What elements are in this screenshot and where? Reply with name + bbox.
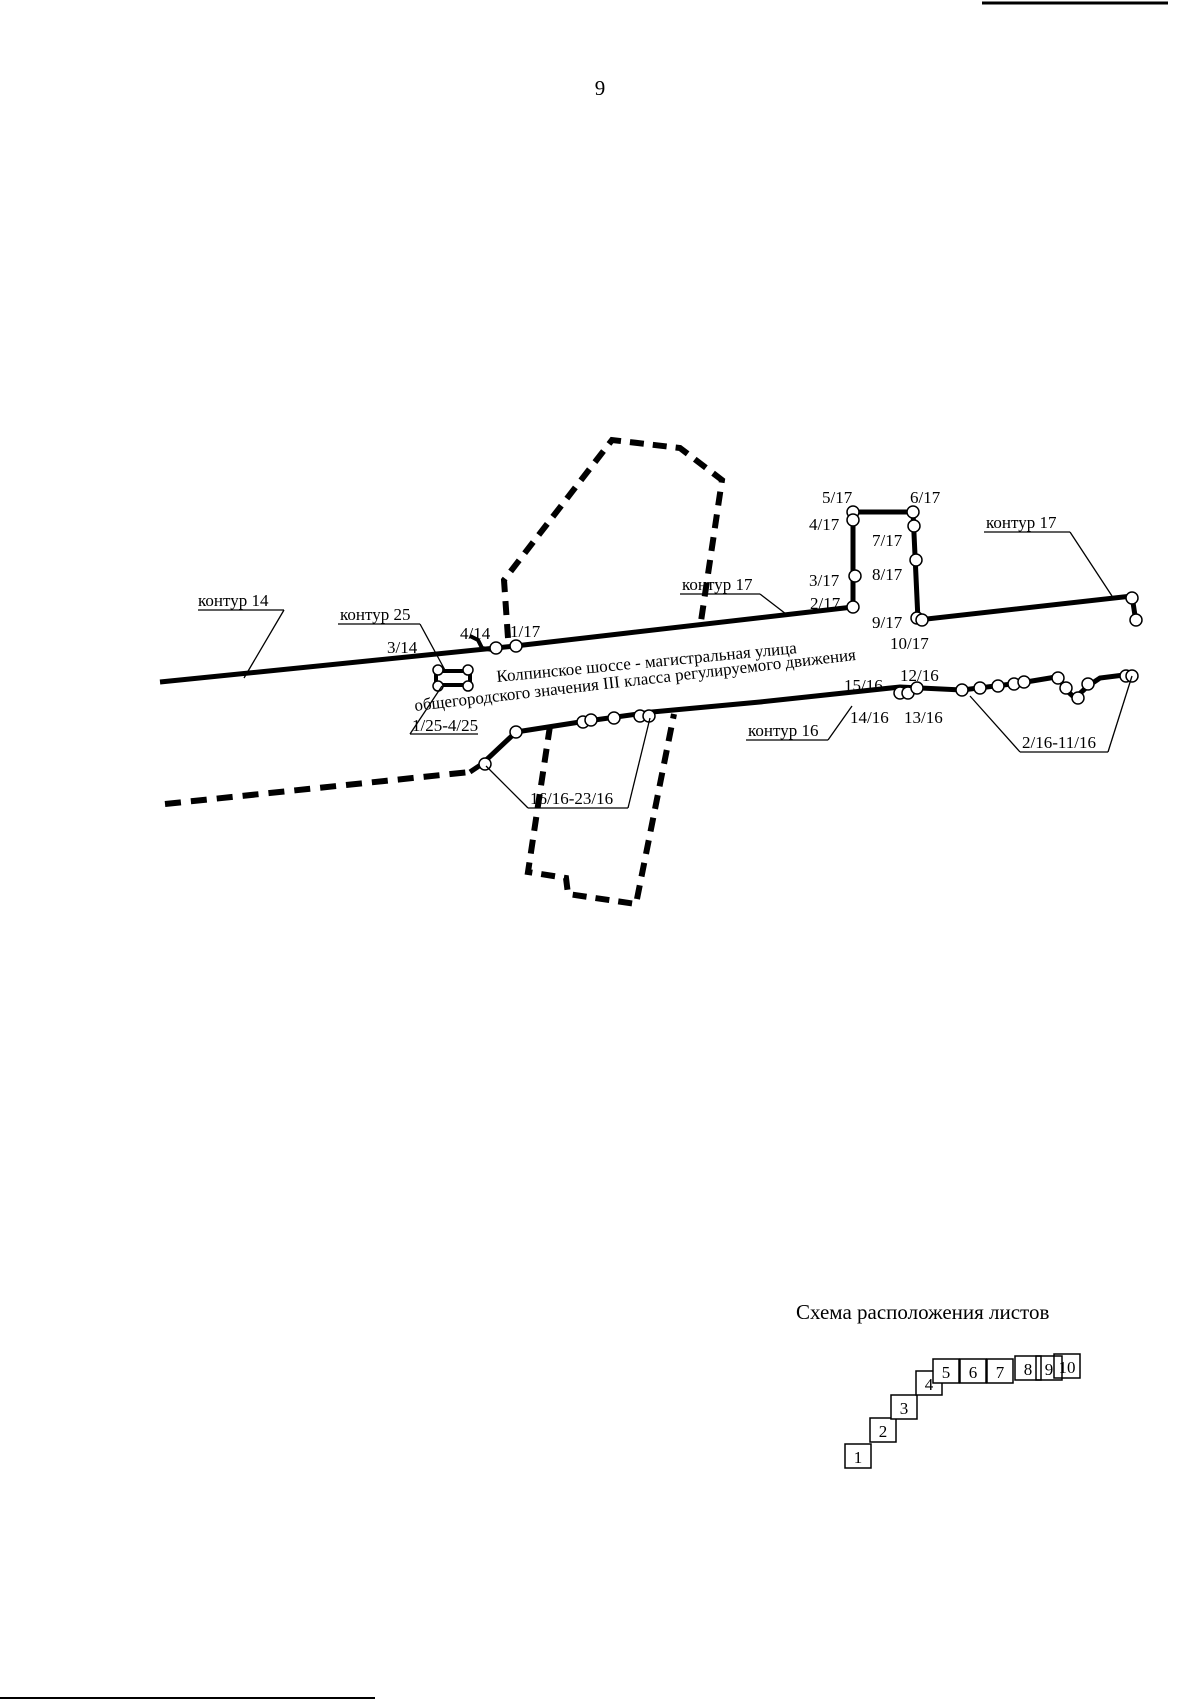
survey-point-marker — [462, 664, 474, 676]
point-label: 12/16 — [900, 666, 939, 685]
sheet-box: 2 — [869, 1417, 897, 1443]
sheet-number: 10 — [1059, 1358, 1076, 1377]
sheet-number: 9 — [1045, 1360, 1054, 1379]
point-label: 10/17 — [890, 634, 929, 653]
sheet-number: 4 — [925, 1375, 934, 1394]
sheet-number: 6 — [969, 1363, 978, 1382]
sheet-number: 1 — [854, 1448, 863, 1467]
contour-25-label: контур 25 — [340, 605, 410, 624]
point-label: 3/14 — [387, 638, 418, 657]
survey-point-marker — [846, 600, 860, 614]
survey-point-marker — [846, 513, 860, 527]
survey-point-marker — [848, 569, 862, 583]
contour-25-shape — [434, 669, 472, 687]
survey-point-marker — [915, 613, 929, 627]
survey-point-marker — [462, 680, 474, 692]
page-number: 9 — [594, 76, 606, 100]
point-label: 2/17 — [810, 594, 841, 613]
dashed-boundary-left — [164, 769, 471, 807]
survey-point-marker — [1129, 613, 1143, 627]
point-label: 4/14 — [460, 624, 491, 643]
contour-17-right-label: контур 17 — [986, 513, 1057, 532]
survey-point-marker — [607, 711, 621, 725]
contour-14-line — [159, 643, 516, 685]
survey-points — [432, 505, 1143, 771]
survey-point-marker — [432, 664, 444, 676]
contour-16-line — [468, 671, 1133, 775]
point-label: 4/17 — [809, 515, 840, 534]
point-label: 14/16 — [850, 708, 889, 727]
survey-point-marker — [509, 725, 523, 739]
survey-point-marker — [1051, 671, 1065, 685]
point-label: 16/16-23/16 — [530, 789, 613, 808]
survey-point-marker — [991, 679, 1005, 693]
survey-point-marker — [973, 681, 987, 695]
survey-point-marker — [906, 505, 920, 519]
survey-point-marker — [1081, 677, 1095, 691]
point-label: 13/16 — [904, 708, 943, 727]
survey-point-marker — [955, 683, 969, 697]
survey-point-marker — [584, 713, 598, 727]
contour-16-label: контур 16 — [748, 721, 818, 740]
sheet-box: 8 — [1014, 1355, 1042, 1381]
survey-point-marker — [1125, 591, 1139, 605]
point-label: 7/17 — [872, 531, 903, 550]
sheet-box: 10 — [1053, 1353, 1081, 1379]
survey-point-marker — [478, 757, 492, 771]
sheet-number: 5 — [942, 1363, 951, 1382]
sheet-scheme-title: Схема расположения листов — [796, 1300, 1050, 1324]
survey-point-marker — [489, 641, 503, 655]
point-label: 3/17 — [809, 571, 840, 590]
sheet-box: 6 — [959, 1358, 987, 1384]
survey-point-marker — [509, 639, 523, 653]
sheet-box: 1 — [844, 1443, 872, 1469]
sheet-box: 3 — [890, 1394, 918, 1420]
point-label: 2/16-11/16 — [1022, 733, 1096, 752]
sheet-number: 7 — [996, 1363, 1005, 1382]
point-label: 5/17 — [822, 488, 853, 507]
sheet-number: 8 — [1024, 1360, 1033, 1379]
sheet-number: 3 — [900, 1399, 909, 1418]
point-label: 1/25-4/25 — [412, 716, 478, 735]
dashed-boundary-upper — [500, 436, 726, 639]
contour-17-center-label: контур 17 — [682, 575, 753, 594]
label-leaders — [198, 531, 1133, 809]
survey-point-marker — [1071, 691, 1085, 705]
survey-point-marker — [1059, 681, 1073, 695]
survey-point-marker — [907, 519, 921, 533]
sheet-number: 2 — [879, 1422, 888, 1441]
point-label: 6/17 — [910, 488, 941, 507]
survey-point-marker — [909, 553, 923, 567]
dashed-boundary-lower — [524, 713, 677, 908]
survey-point-marker — [910, 681, 924, 695]
survey-point-marker — [1017, 675, 1031, 689]
contour-14-label: контур 14 — [198, 591, 269, 610]
point-label: 15/16 — [844, 676, 883, 695]
sheet-box: 9 — [1035, 1355, 1063, 1381]
sheet-box: 7 — [986, 1358, 1014, 1384]
point-label: 8/17 — [872, 565, 903, 584]
point-label: 1/17 — [510, 622, 541, 641]
sheet-box: 5 — [932, 1358, 960, 1384]
point-label: 9/17 — [872, 613, 903, 632]
sheet-layout-scheme: 1 2 3 4 5 6 7 8 9 10 — [844, 1353, 1081, 1469]
